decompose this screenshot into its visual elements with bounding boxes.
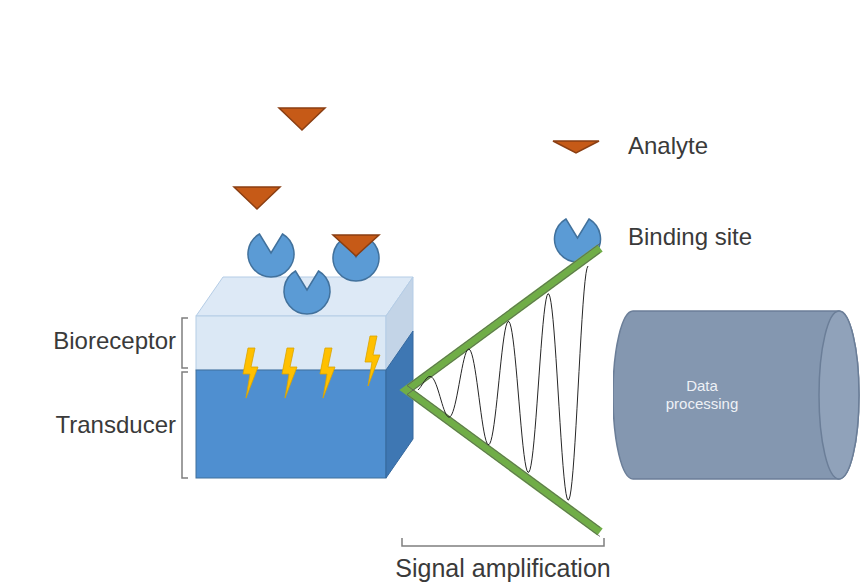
analyte <box>234 187 280 209</box>
legend-label: Binding site <box>628 223 752 251</box>
transducer-side <box>386 331 413 478</box>
transducer-layer <box>196 370 386 478</box>
transducer-bracket <box>182 372 188 478</box>
layer-label: Bioreceptor <box>53 327 176 355</box>
layer-label: Transducer <box>56 411 177 439</box>
amplification-bracket <box>402 538 604 546</box>
cylinder-end <box>819 311 859 479</box>
analyte <box>279 108 325 130</box>
bioreceptor-bracket <box>182 318 188 368</box>
legend-label: Analyte <box>628 132 708 160</box>
amplified-wave <box>418 266 588 500</box>
amplifier-edge <box>407 244 600 528</box>
data-processing-cylinder: Data processing <box>613 310 860 480</box>
analyte-icon <box>553 141 599 153</box>
wave-line <box>418 266 588 500</box>
stage-label: Signal amplification <box>395 554 610 583</box>
amplifier-outline-green <box>407 248 600 532</box>
amplifier-edge <box>407 253 600 537</box>
binding-site <box>248 234 294 277</box>
binding-site <box>284 271 330 314</box>
node-label: Data processing <box>658 377 746 413</box>
cylinder-body <box>613 311 859 479</box>
signal-bolts <box>243 336 380 398</box>
bound-analyte <box>333 235 379 256</box>
